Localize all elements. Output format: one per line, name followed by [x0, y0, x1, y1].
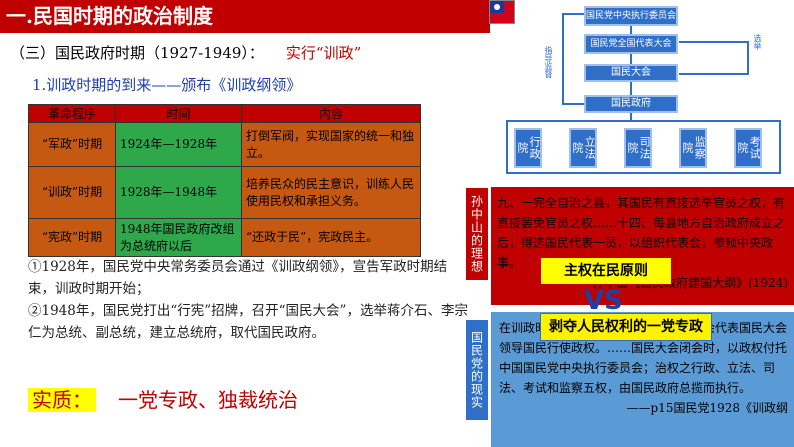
- flag-canton: [490, 1, 504, 13]
- content-cell: 培养民众的民主意识，训练人民使用民权和承担义务。: [241, 166, 421, 219]
- sun-yatsen-ideal-tab: 孙中山的理想: [464, 186, 490, 282]
- header-time: 时间: [115, 104, 242, 123]
- essence-value: 一党专政、独裁统治: [118, 388, 298, 412]
- table-row: “宪政”时期 1948年国民政府改组为总统府以后 “还政于民”，宪政民主。: [28, 218, 421, 257]
- vs-label: VS: [584, 286, 623, 316]
- branch-examination-box: 考试院: [734, 128, 762, 168]
- table-row: “训政”时期 1928年—1948年 培养民众的民主意识，训练人民使用民权和承担…: [28, 166, 421, 219]
- branch-legislative-box: 立法院: [569, 128, 597, 168]
- content-cell: 打倒军阀，实现国家的统一和独立。: [241, 122, 421, 167]
- page-title: 一.民国时期的政治制度: [0, 0, 490, 33]
- essence-line: 实质： 一党专政、独裁统治: [28, 384, 298, 413]
- party-central-committee-box: 国民党中央执行委员会: [584, 6, 678, 26]
- national-assembly-box: 国民大会: [584, 64, 678, 82]
- branches-frame: [506, 120, 781, 174]
- party-congress-box: 国民党全国代表大会: [584, 34, 678, 54]
- flag-sun-icon: [494, 4, 500, 10]
- time-cell: 1924年—1928年: [115, 122, 242, 167]
- subtitle: （三）国民政府时期（1927-1949）： 实行“训政”: [10, 42, 361, 63]
- kmt-reality-tab: 国民党的现实: [464, 318, 490, 422]
- guidance-label: 指导监督: [544, 46, 553, 78]
- national-government-box: 国民政府: [584, 95, 678, 113]
- stage-cell: “军政”时期: [28, 122, 116, 167]
- table-row: “军政”时期 1924年—1928年 打倒军阀，实现国家的统一和独立。: [28, 122, 421, 167]
- branch-control-box: 监察院: [679, 128, 707, 168]
- paragraph-1928: ①1928年，国民党中央常务委员会通过《训政纲领》，宣告军政时期结束，训政时期开…: [28, 259, 448, 297]
- essence-label: 实质：: [28, 388, 96, 412]
- stages-table: 革命程序 时间 内容 “军政”时期 1924年—1928年 打倒军阀，实现国家的…: [28, 104, 421, 257]
- branch-judicial-box: 司法院: [624, 128, 652, 168]
- reality-citation: ——p15国民党1928《训政纲: [626, 401, 789, 415]
- subtitle-accent: 实行“训政”: [285, 44, 362, 62]
- subtitle-period: （三）国民政府时期（1927-1949）：: [10, 44, 264, 62]
- ideal-text: 九、一完全自治之县，其国民有直接选举官员之权，有直接罢免官员之权……十四、每县地…: [497, 196, 786, 270]
- content-cell: “还政于民”，宪政民主。: [241, 218, 421, 257]
- paragraph-1948: ②1948年，国民党打出“行宪”招牌，召开“国民大会”，选举蒋介石、李宗仁为总统…: [28, 303, 468, 341]
- popular-sovereignty-label: 主权在民原则: [540, 257, 672, 285]
- table-header-row: 革命程序 时间 内容: [28, 104, 421, 123]
- time-cell: 1928年—1948年: [115, 166, 242, 219]
- election-label: 选举: [753, 34, 762, 50]
- stage-cell: “训政”时期: [28, 166, 116, 219]
- stage-cell: “宪政”时期: [28, 218, 116, 257]
- section-heading: 1.训政时期的到来——颁布《训政纲领》: [32, 76, 302, 94]
- roc-flag-icon: [489, 0, 515, 24]
- branch-executive-box: 行政院: [514, 128, 542, 168]
- time-cell: 1948年国民政府改组为总统府以后: [115, 218, 242, 257]
- one-party-rule-label: 剥夺人民权利的一党专政: [540, 313, 712, 341]
- ideal-panel: 九、一完全自治之县，其国民有直接选举官员之权，有直接罢免官员之权……十四、每县地…: [491, 187, 794, 305]
